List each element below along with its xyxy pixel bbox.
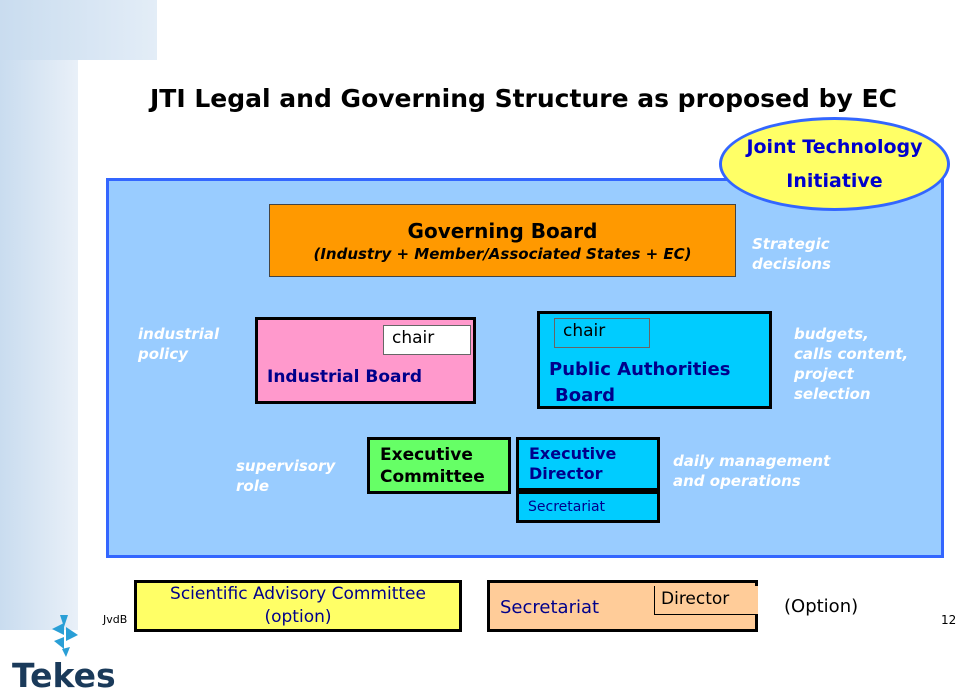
- public-authorities-board: chair Public Authorities Board: [537, 311, 772, 409]
- note-strategic-decisions: Strategic decisions: [752, 234, 831, 274]
- public-board-label: Public Authorities Board: [549, 357, 730, 409]
- note-line: selection: [794, 385, 871, 403]
- scientific-advisory-line1: Scientific Advisory Committee: [170, 584, 426, 604]
- tekes-logo-text: Tekes: [12, 656, 116, 695]
- public-board-label-line1: Public Authorities: [549, 359, 731, 380]
- page-number: 12: [941, 613, 957, 627]
- note-supervisory-role: supervisory role: [236, 456, 335, 496]
- note-line: budgets,: [794, 325, 869, 343]
- note-line: calls content,: [794, 345, 909, 363]
- executive-director-line2: Director: [529, 464, 603, 483]
- industrial-board-label: Industrial Board: [267, 367, 423, 387]
- executive-committee: Executive Committee: [367, 437, 511, 494]
- director-label: Director: [654, 586, 758, 615]
- note-line: role: [236, 477, 270, 495]
- industrial-board-chair: chair: [383, 325, 471, 355]
- jti-label-line1: Joint Technology: [746, 136, 923, 158]
- background-decoration-top: [0, 0, 157, 60]
- note-line: project: [794, 365, 854, 383]
- industrial-board: chair Industrial Board: [255, 317, 476, 404]
- note-line: and operations: [673, 472, 801, 490]
- note-daily-management: daily management and operations: [673, 451, 830, 491]
- executive-director: Executive Director: [516, 437, 660, 491]
- tekes-logo-icon: [44, 613, 84, 663]
- executive-secretariat: Secretariat: [516, 491, 660, 523]
- note-line: decisions: [752, 255, 831, 273]
- slide-title: JTI Legal and Governing Structure as pro…: [150, 84, 897, 113]
- executive-committee-line2: Committee: [380, 466, 485, 487]
- note-line: policy: [138, 345, 188, 363]
- note-budgets: budgets, calls content, project selectio…: [794, 324, 908, 404]
- jti-ellipse: Joint Technology Initiative: [719, 117, 950, 211]
- public-board-chair: chair: [554, 318, 650, 348]
- jti-label-line2: Initiative: [786, 170, 883, 192]
- footer-author: JvdB: [103, 613, 128, 626]
- executive-committee-line1: Executive: [380, 444, 473, 465]
- public-board-label-line2: Board: [555, 385, 615, 406]
- note-industrial-policy: industrial policy: [138, 324, 219, 364]
- scientific-advisory-line2: (option): [264, 607, 332, 627]
- note-line: industrial: [138, 325, 220, 343]
- governing-board-title: Governing Board: [407, 218, 598, 243]
- note-line: daily management: [673, 452, 831, 470]
- secretariat-option-box: Secretariat Director: [487, 580, 758, 632]
- governing-board: Governing Board (Industry + Member/Assoc…: [269, 204, 736, 277]
- scientific-advisory-committee: Scientific Advisory Committee (option): [134, 580, 462, 632]
- note-line: supervisory: [236, 457, 336, 475]
- executive-director-line1: Executive: [529, 444, 617, 463]
- option-label: (Option): [784, 596, 859, 617]
- note-line: Strategic: [752, 235, 830, 253]
- governing-board-subtitle: (Industry + Member/Associated States + E…: [313, 244, 692, 263]
- background-decoration-side: [0, 60, 78, 630]
- secretariat-label: Secretariat: [500, 597, 600, 618]
